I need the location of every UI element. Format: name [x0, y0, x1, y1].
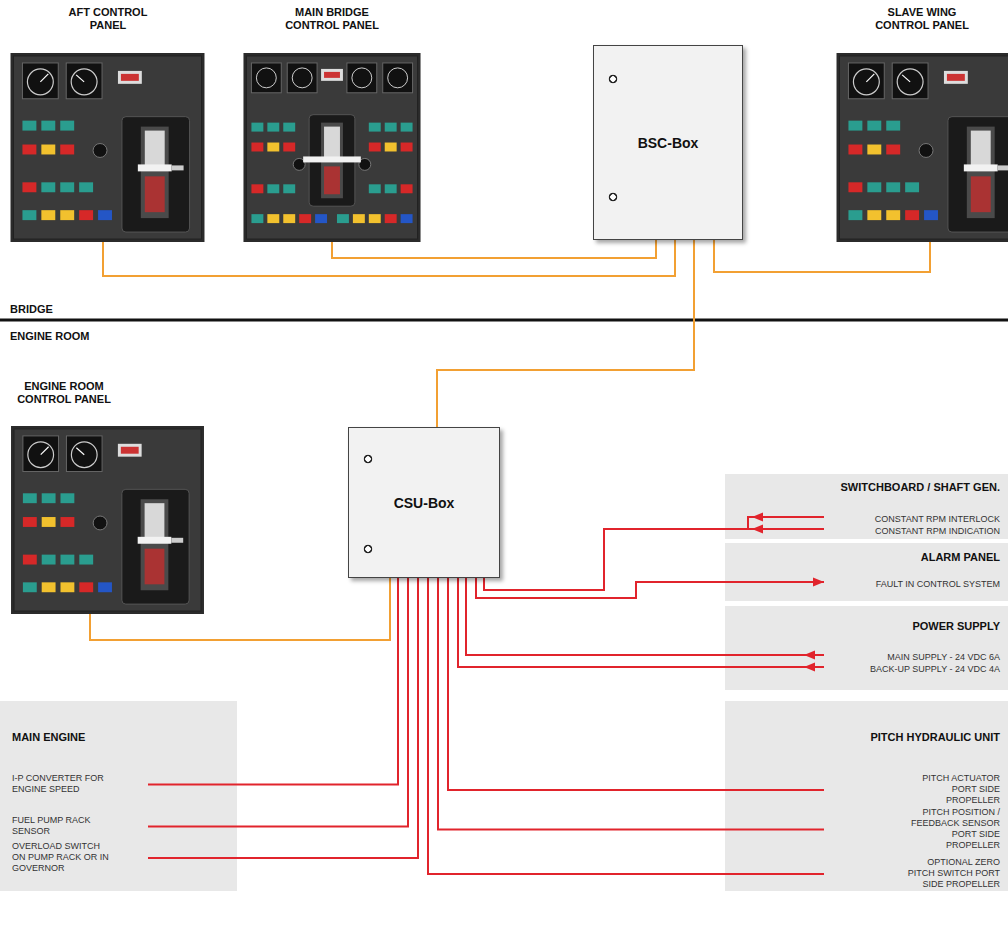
- panel-illustration: [11, 53, 205, 242]
- wire: [484, 517, 824, 590]
- wire: [448, 578, 824, 790]
- connector: [428, 578, 824, 874]
- signal-item: I-P CONVERTER FOR ENGINE SPEED: [12, 773, 142, 796]
- control-panel: MAIN BRIDGE CONTROL PANEL: [243, 6, 421, 242]
- signal-name: FAULT IN CONTROL SYSTEM: [876, 579, 1000, 590]
- box-label: CSU-Box: [394, 495, 455, 511]
- arrowhead: [752, 513, 763, 522]
- arrowhead: [752, 525, 763, 534]
- connector: [466, 578, 824, 660]
- panel-illustration: [11, 426, 204, 614]
- equipment-band: ALARM PANEL FAULT IN CONTROL SYSTEM: [725, 543, 1008, 601]
- signal-name: MAIN SUPPLY - 24 VDC 6A: [887, 652, 1000, 663]
- signal-name: FUEL PUMP RACK SENSOR: [12, 815, 114, 837]
- connector: [332, 240, 656, 258]
- area-label: BRIDGE: [10, 303, 53, 316]
- heading: SLAVE WING CONTROL PANEL: [872, 6, 972, 32]
- connector: [448, 578, 824, 790]
- signal-item: CONSTANT RPM INTERLOCK: [830, 508, 1000, 526]
- connector: [484, 525, 824, 591]
- signal-item: PITCH ACTUATOR PORT SIDE PROPELLER: [830, 773, 1000, 807]
- wire: [458, 578, 824, 667]
- signal-name: PITCH ACTUATOR PORT SIDE PROPELLER: [898, 773, 1000, 806]
- signal-item: OVERLOAD SWITCH ON PUMP RACK OR IN GOVER…: [12, 841, 142, 875]
- arrowhead: [804, 663, 815, 672]
- signal-name: I-P CONVERTER FOR ENGINE SPEED: [12, 773, 114, 795]
- wire: [103, 240, 675, 276]
- heading: AFT CONTROL PANEL: [58, 6, 158, 32]
- heading: PITCH HYDRAULIC UNIT: [737, 731, 1000, 744]
- connector: [103, 240, 675, 276]
- arrowhead: [813, 578, 824, 587]
- heading: MAIN ENGINE: [12, 731, 229, 744]
- wire: [332, 240, 656, 258]
- band-ground: [725, 543, 1008, 601]
- signal-name: CONSTANT RPM INTERLOCK: [875, 514, 1000, 525]
- signal-name: BACK-UP SUPPLY - 24 VDC 4A: [870, 664, 1000, 675]
- wire: [714, 240, 930, 272]
- control-panel: ENGINE ROOM CONTROL PANEL: [8, 380, 208, 614]
- control-box: CSU-Box: [348, 427, 500, 578]
- signal-item: CONSTANT RPM INDICATION: [830, 520, 1000, 538]
- wire: [90, 578, 390, 640]
- signal-item: MAIN SUPPLY - 24 VDC 6A: [830, 646, 1000, 664]
- wire: [148, 578, 418, 858]
- signal-item: PITCH POSITION / FEEDBACK SENSOR PORT SI…: [830, 807, 1000, 852]
- band-ground: [725, 701, 1008, 891]
- panel-illustration: [243, 53, 420, 242]
- area-label: ENGINE ROOM: [10, 330, 89, 343]
- connector: [148, 578, 408, 827]
- connector: [437, 240, 694, 427]
- heading: POWER SUPPLY: [737, 620, 1000, 633]
- band-ground: [0, 701, 237, 891]
- control-panel: SLAVE WING CONTROL PANEL: [836, 6, 1008, 242]
- heading: ENGINE ROOM CONTROL PANEL: [14, 380, 114, 406]
- heading: MAIN BRIDGE CONTROL PANEL: [282, 6, 382, 32]
- signal-item: OPTIONAL ZERO PITCH SWITCH PORT SIDE PRO…: [830, 857, 1000, 891]
- heading: ALARM PANEL: [737, 551, 1000, 564]
- equipment-band: MAIN ENGINE I-P CONVERTER FOR ENGINE SPEE…: [0, 701, 237, 891]
- wire: [438, 578, 824, 830]
- arrowhead: [804, 651, 815, 660]
- connector: [458, 578, 824, 672]
- equipment-band: PITCH HYDRAULIC UNIT PITCH ACTUATOR PORT …: [725, 701, 1008, 891]
- signal-name: OPTIONAL ZERO PITCH SWITCH PORT SIDE PRO…: [898, 857, 1000, 890]
- band-ground: [725, 606, 1008, 690]
- connector: [90, 578, 390, 640]
- signal-name: OVERLOAD SWITCH ON PUMP RACK OR IN GOVER…: [12, 841, 114, 874]
- connector: [438, 578, 824, 830]
- deck-divider: [0, 319, 1008, 322]
- signal-name: PITCH POSITION / FEEDBACK SENSOR PORT SI…: [898, 807, 1000, 851]
- connector: [148, 578, 418, 858]
- connector: [714, 240, 930, 272]
- control-panel: AFT CONTROL PANEL: [8, 6, 208, 242]
- connector: [476, 578, 824, 599]
- signal-name: CONSTANT RPM INDICATION: [875, 526, 1000, 537]
- signal-item: FAULT IN CONTROL SYSTEM: [830, 573, 1000, 591]
- wire: [428, 578, 824, 874]
- wire: [148, 578, 398, 785]
- wire: [476, 578, 824, 598]
- heading: SWITCHBOARD / SHAFT GEN.: [737, 481, 1000, 494]
- wire: [148, 578, 408, 827]
- signal-item: FUEL PUMP RACK SENSOR: [12, 815, 142, 838]
- equipment-band: SWITCHBOARD / SHAFT GEN. CONSTANT RPM INT…: [725, 474, 1008, 539]
- control-box: BSC-Box: [593, 45, 743, 240]
- equipment-band: POWER SUPPLY MAIN SUPPLY - 24 VDC 6ABACK-…: [725, 606, 1008, 690]
- wire: [466, 578, 824, 655]
- panel-illustration: [837, 53, 1008, 242]
- wire: [437, 240, 694, 427]
- wire: [484, 529, 824, 590]
- connector: [148, 578, 398, 785]
- signal-item: BACK-UP SUPPLY - 24 VDC 4A: [830, 658, 1000, 676]
- box-label: BSC-Box: [638, 135, 699, 151]
- connector: [484, 513, 824, 591]
